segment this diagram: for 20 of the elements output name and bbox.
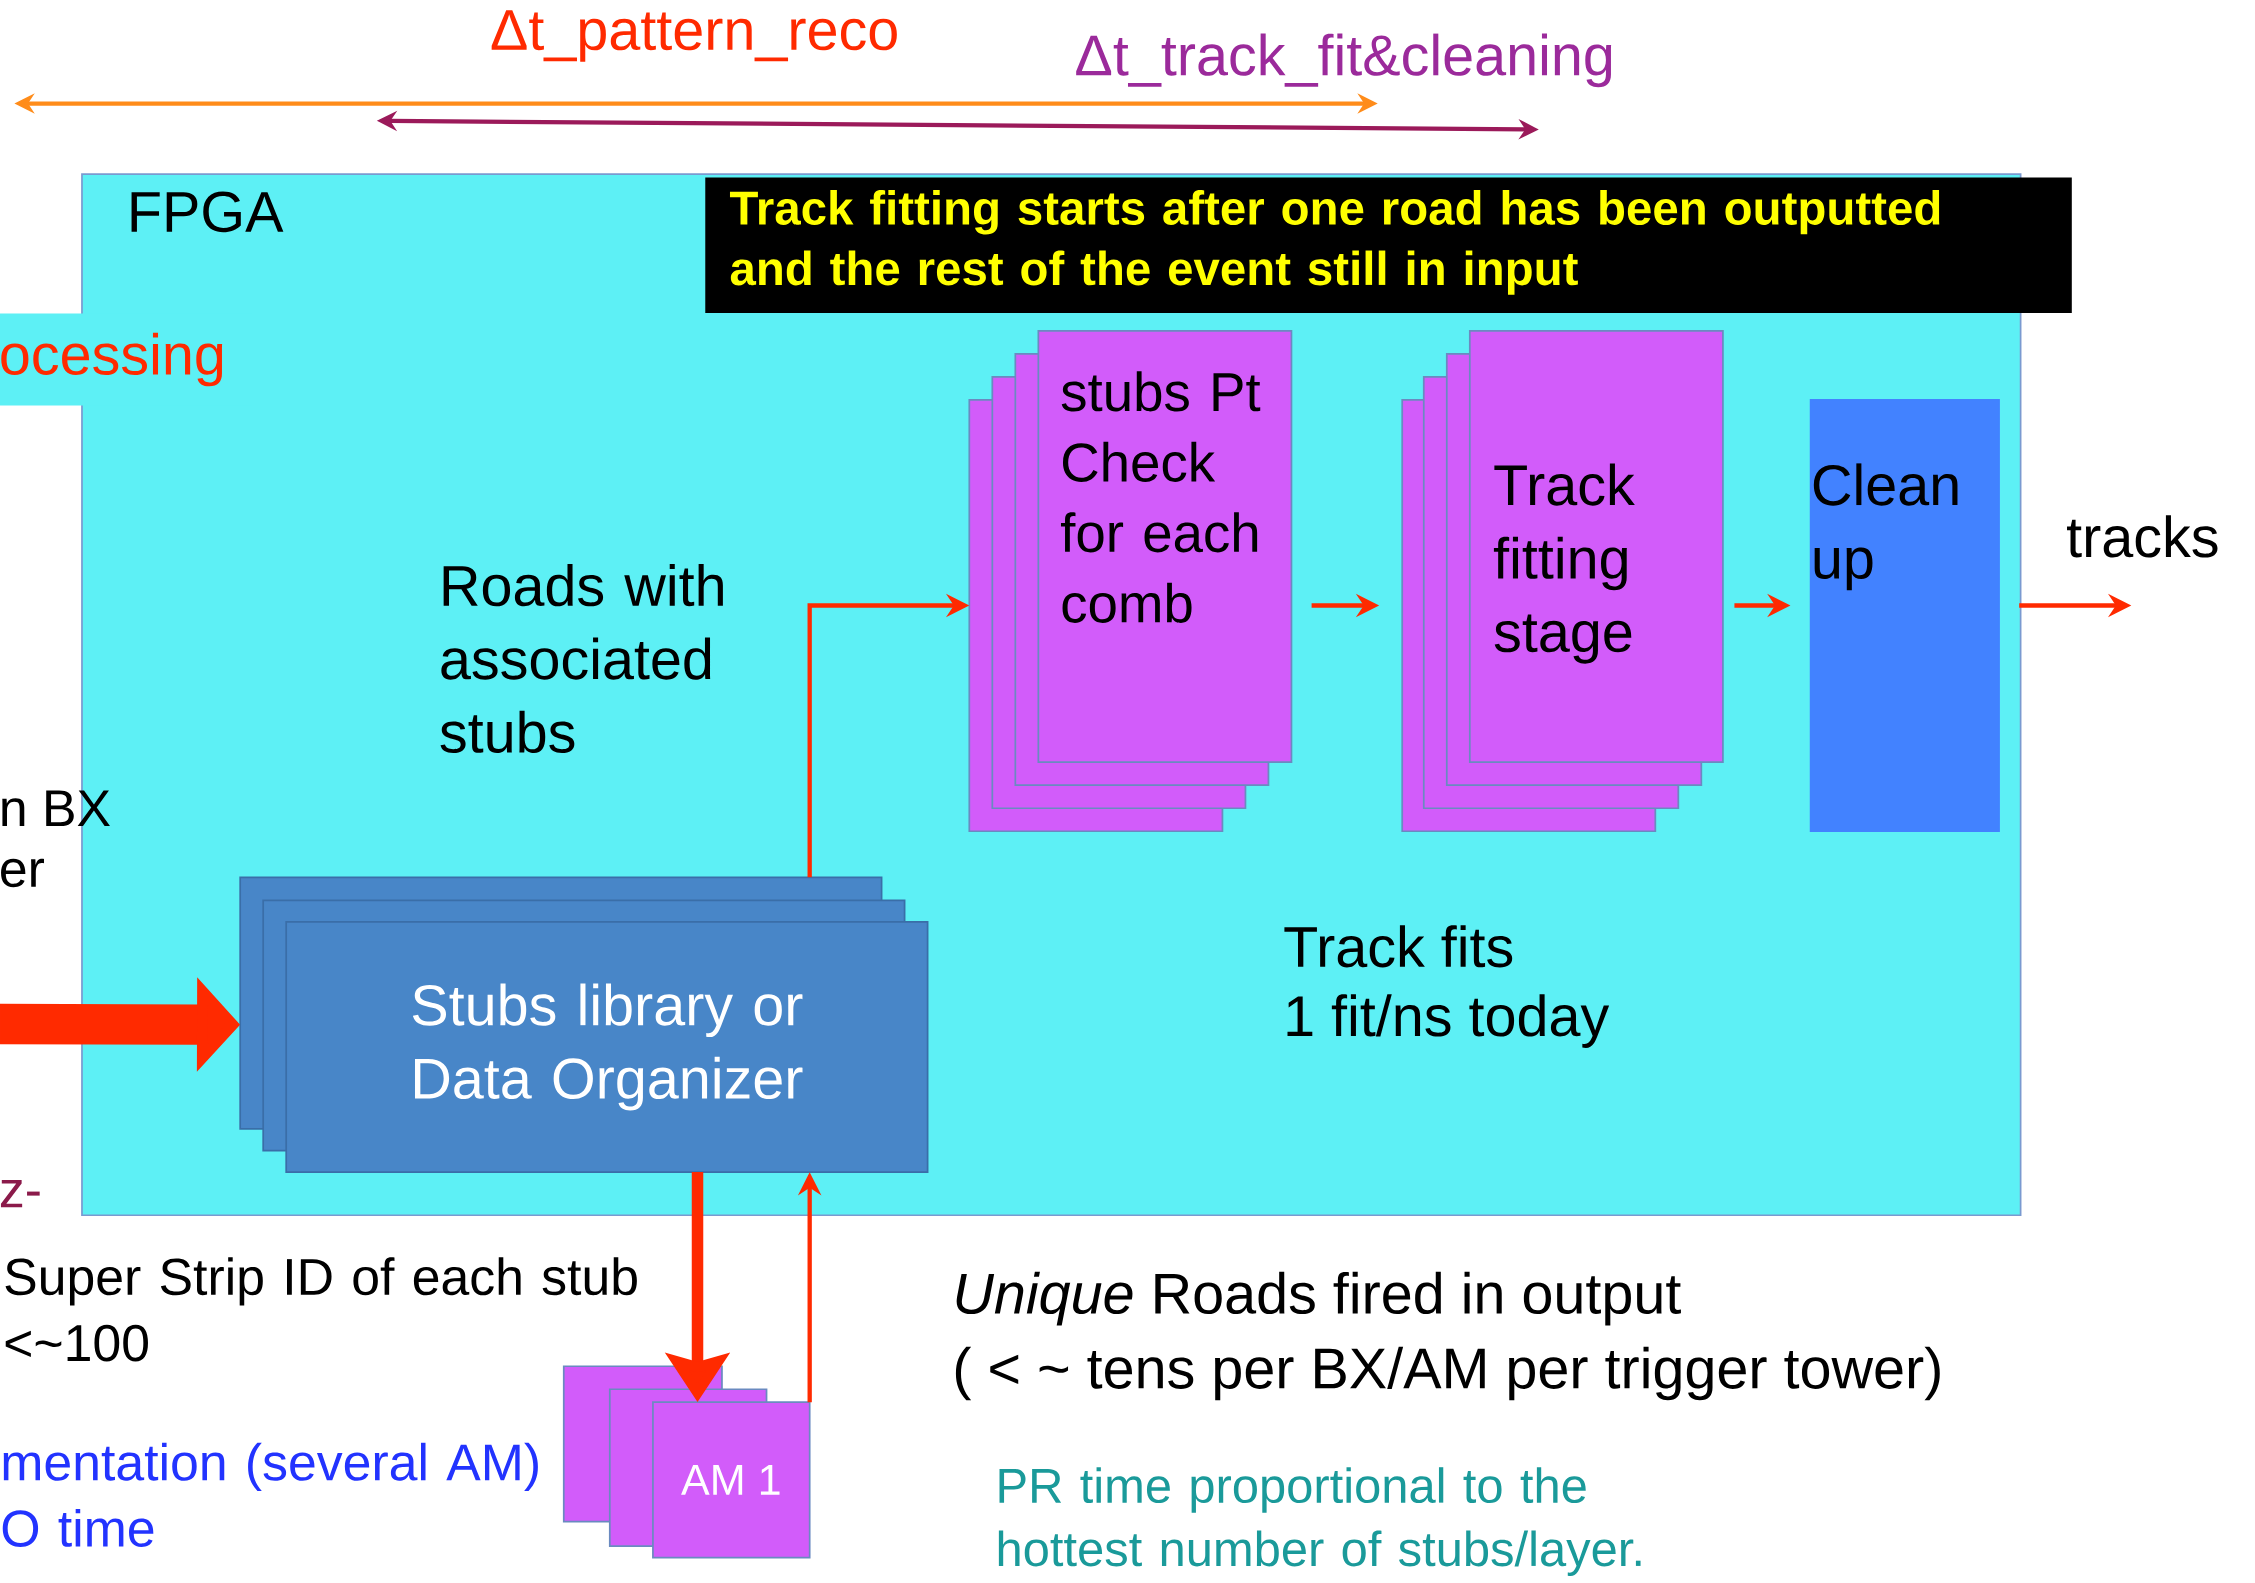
text-label: PR time proportional to the hottest number of stubs/layer. [998, 1467, 1641, 1576]
text-label: ( < ~ tens per BX/AM per trigger tower) [955, 1346, 1940, 1401]
text-label: mentation (several AM) O time [2, 1442, 538, 1547]
text-label: Unique Roads fired in output [956, 1271, 1681, 1326]
heading-label: Δt_track_fit&cleaning [1076, 33, 1612, 87]
text-label: Track fits [1284, 925, 1513, 968]
process-box: Clean up [1809, 398, 2000, 832]
edge-label: tracks [2067, 515, 2218, 558]
card: AM 1 [652, 1401, 811, 1559]
stacked-box: Track fitting stage [1401, 329, 1724, 832]
text-label: Super Strip ID of each stub <~100 [5, 1257, 637, 1362]
heading-label: Δt_pattern_reco [491, 10, 897, 62]
text-label: z- [0, 1179, 40, 1208]
stacked-box: Stubs library or Data Organizer [239, 876, 929, 1173]
node-label: ocessing [1, 332, 223, 387]
text-label: Roads with associated stubs [440, 563, 723, 753]
stacked-box: stubs Pt Check for each comb [968, 329, 1293, 832]
text-label: er [1, 858, 44, 887]
text-label: 1 fit/ns today [1287, 994, 1610, 1048]
processing-tab: ocessing [0, 313, 252, 406]
